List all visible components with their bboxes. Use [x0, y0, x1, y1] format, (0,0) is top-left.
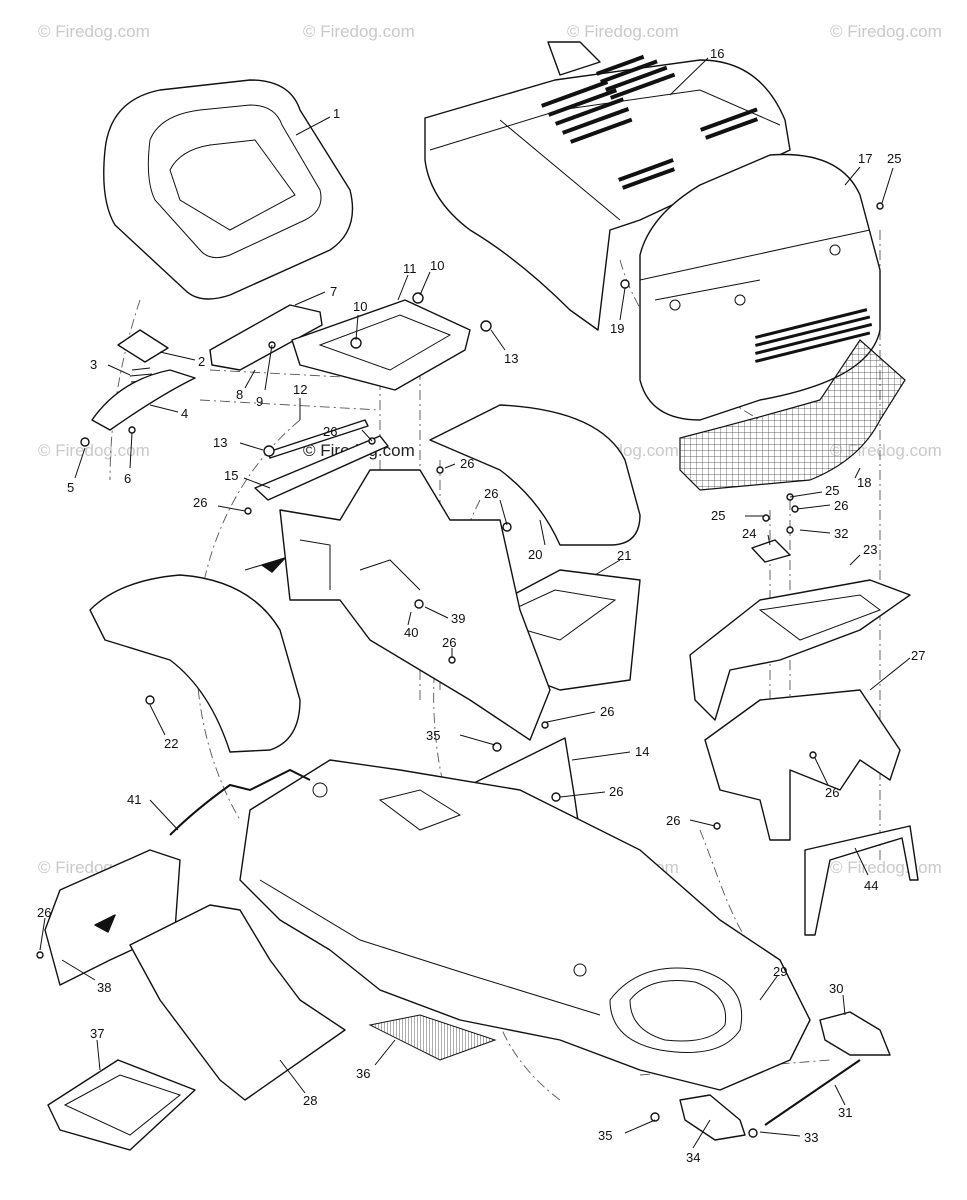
callout-19: 19 [610, 321, 624, 336]
callout-4: 4 [181, 406, 188, 421]
callout-6: 6 [124, 471, 131, 486]
callout-29: 29 [773, 964, 787, 979]
battery-tray [47, 1059, 196, 1151]
small-plate [751, 539, 791, 563]
callout-35: 35 [598, 1128, 612, 1143]
callout-37: 37 [90, 1026, 104, 1041]
callout-13: 13 [213, 435, 227, 450]
callout-26: 26 [825, 785, 839, 800]
wire-harness [169, 768, 311, 836]
watermark: © Firedog.com [830, 22, 942, 41]
callout-leaders [39, 57, 911, 1149]
callout-34: 34 [686, 1150, 700, 1165]
seat-bracket [209, 304, 323, 371]
callout-26: 26 [834, 498, 848, 513]
seat-pan-plate [291, 299, 471, 391]
callout-28: 28 [303, 1093, 317, 1108]
pedal-bracket [819, 1011, 891, 1056]
callout-8: 8 [236, 387, 243, 402]
callout-27: 27 [911, 648, 925, 663]
left-fender [89, 574, 301, 753]
callout-3: 3 [90, 357, 97, 372]
callout-32: 32 [834, 526, 848, 541]
right-fender [429, 404, 641, 546]
dash-panel [689, 579, 911, 721]
callout-labels: 1 16 17 25 7 11 10 10 13 2 3 8 9 4 12 26… [37, 46, 925, 1165]
callout-26: 26 [460, 456, 474, 471]
callout-26: 26 [600, 704, 614, 719]
watermark: © Firedog.com [38, 441, 150, 460]
watermark: © Firedog.com [567, 22, 679, 41]
callout-30: 30 [829, 981, 843, 996]
callout-25: 25 [825, 483, 839, 498]
front-grille [639, 153, 881, 421]
callout-40: 40 [404, 625, 418, 640]
callout-26: 26 [193, 495, 207, 510]
callout-25: 25 [887, 151, 901, 166]
callout-26: 26 [442, 635, 456, 650]
callout-23: 23 [863, 542, 877, 557]
callout-38: 38 [97, 980, 111, 995]
callout-5: 5 [67, 480, 74, 495]
callout-13: 13 [504, 351, 518, 366]
seat-spring-bracket [91, 369, 196, 431]
lower-bracket [679, 1094, 746, 1141]
watermark: © Firedog.com [38, 22, 150, 41]
seat [103, 79, 354, 300]
u-bracket [804, 825, 919, 936]
callout-26: 26 [323, 424, 337, 439]
callout-26: 26 [609, 784, 623, 799]
bumper-mesh [679, 339, 906, 491]
support-bracket [704, 689, 901, 841]
callout-18: 18 [857, 475, 871, 490]
callout-14: 14 [635, 744, 649, 759]
callout-41: 41 [127, 792, 141, 807]
callout-20: 20 [528, 547, 542, 562]
callout-10: 10 [353, 299, 367, 314]
hood [424, 41, 791, 331]
callout-17: 17 [858, 151, 872, 166]
callout-11: 11 [403, 261, 417, 276]
callout-22: 22 [164, 736, 178, 751]
callout-7: 7 [330, 284, 337, 299]
callout-39: 39 [451, 611, 465, 626]
callout-1: 1 [333, 106, 340, 121]
callout-16: 16 [710, 46, 724, 61]
footrest-pad [368, 1014, 497, 1061]
heat-shield [129, 904, 346, 1101]
callout-36: 36 [356, 1066, 370, 1081]
callout-33: 33 [804, 1130, 818, 1145]
callout-26: 26 [484, 486, 498, 501]
callout-21: 21 [617, 548, 631, 563]
callout-44: 44 [864, 878, 878, 893]
callout-24: 24 [742, 526, 756, 541]
callout-31: 31 [838, 1105, 852, 1120]
watermark: © Firedog.com [303, 22, 415, 41]
pad-plate [117, 329, 169, 363]
callout-25: 25 [711, 508, 725, 523]
main-chassis [239, 759, 811, 1091]
callout-9: 9 [256, 394, 263, 409]
callout-26: 26 [37, 905, 51, 920]
callout-26: 26 [666, 813, 680, 828]
angle-bracket [254, 435, 389, 501]
linkage-rod [764, 1059, 861, 1126]
callout-15: 15 [224, 468, 238, 483]
callout-2: 2 [198, 354, 205, 369]
callout-12: 12 [293, 382, 307, 397]
callout-10: 10 [430, 258, 444, 273]
callout-35: 35 [426, 728, 440, 743]
